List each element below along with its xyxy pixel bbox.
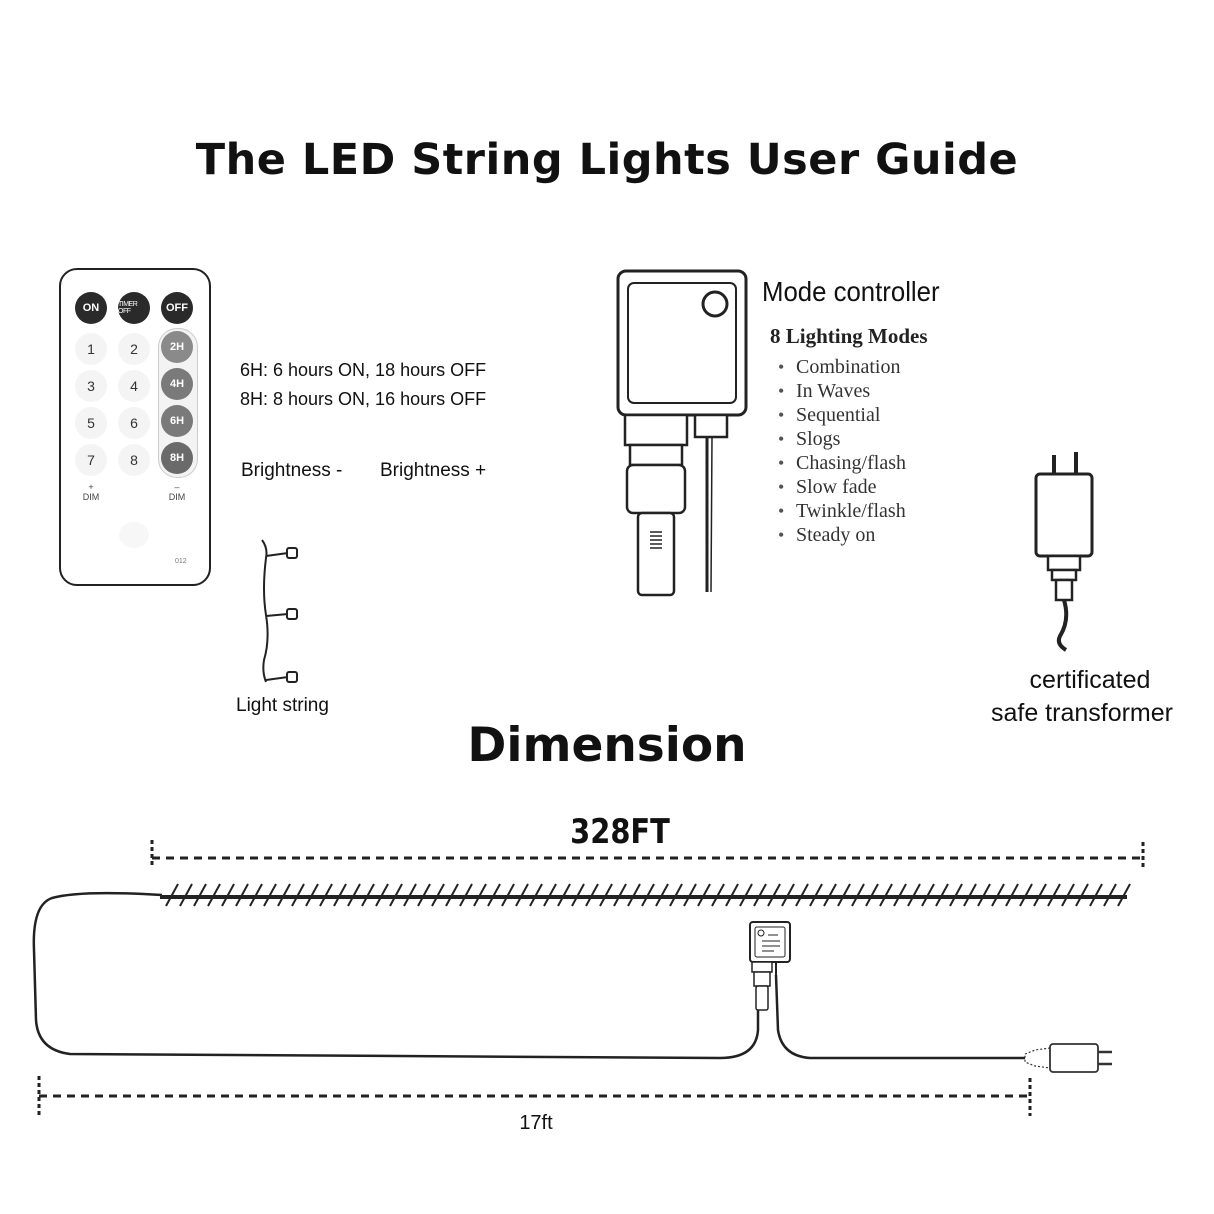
mode-controller-illustration (616, 269, 748, 597)
lighting-mode-item: Slow fade (778, 475, 906, 499)
dimension-title: Dimension (467, 718, 747, 773)
remote-button-5: 5 (75, 407, 107, 439)
remote-control: ON TIMER OFF OFF 1 2 3 4 5 6 7 8 2H 4H 6… (59, 268, 211, 586)
lighting-mode-item: Slogs (778, 427, 906, 451)
remote-button-7: 7 (75, 444, 107, 476)
remote-on-button: ON (75, 292, 107, 324)
remote-dim-minus-button: – DIM (168, 482, 186, 502)
lighting-modes-heading: 8 Lighting Modes (770, 324, 928, 348)
page-title: The LED String Lights User Guide (195, 135, 1019, 185)
timer-note-6h: 6H: 6 hours ON, 18 hours OFF (240, 360, 487, 380)
lead-wire (32, 891, 1025, 1060)
lighting-mode-item: Steady on (778, 523, 906, 547)
mode-controller-label: Mode controller (762, 276, 940, 307)
light-string-illustration (261, 539, 289, 683)
transformer-illustration (1034, 452, 1094, 652)
remote-button-2: 2 (118, 333, 150, 365)
remote-timer-2h-button: 2H (161, 331, 193, 363)
transformer-label-line2: safe transformer (990, 699, 1173, 727)
timer-note-8h: 8H: 8 hours ON, 16 hours OFF (240, 389, 487, 409)
lighting-mode-item: Sequential (778, 403, 906, 427)
length-label-328ft: 328FT (570, 812, 670, 852)
brightness-minus-label: Brightness - (241, 460, 343, 481)
remote-timer-6h-button: 6H (161, 405, 193, 437)
remote-dim-plus-button: + DIM (82, 482, 100, 502)
remote-button-1: 1 (75, 333, 107, 365)
remote-model-number: 012 (175, 558, 187, 565)
lead-label-17ft: 17ft (519, 1112, 553, 1134)
mini-plug-icon (1024, 1043, 1112, 1073)
light-string-label: Light string (236, 695, 329, 716)
light-bulb-icon (286, 547, 298, 683)
remote-timer-8h-button: 8H (161, 442, 193, 474)
remote-timer-off-button: TIMER OFF (118, 292, 150, 324)
lighting-mode-item: Chasing/flash (778, 451, 906, 475)
remote-button-6: 6 (118, 407, 150, 439)
cluster-light-string (160, 883, 1131, 907)
mini-controller-icon (749, 921, 791, 1011)
remote-timer-4h-button: 4H (161, 368, 193, 400)
remote-mode-button (119, 522, 149, 548)
remote-off-button: OFF (161, 292, 193, 324)
remote-button-4: 4 (118, 370, 150, 402)
remote-button-3: 3 (75, 370, 107, 402)
remote-button-8: 8 (118, 444, 150, 476)
transformer-label-line1: certificated (1029, 666, 1151, 694)
dimension-line-328ft (150, 840, 1145, 870)
lighting-modes-list: Combination In Waves Sequential Slogs Ch… (778, 355, 906, 547)
lighting-mode-item: Combination (778, 355, 906, 379)
lighting-mode-item: Twinkle/flash (778, 499, 906, 523)
lighting-mode-item: In Waves (778, 379, 906, 403)
brightness-plus-label: Brightness + (380, 460, 487, 481)
dimension-line-17ft (37, 1076, 1032, 1116)
